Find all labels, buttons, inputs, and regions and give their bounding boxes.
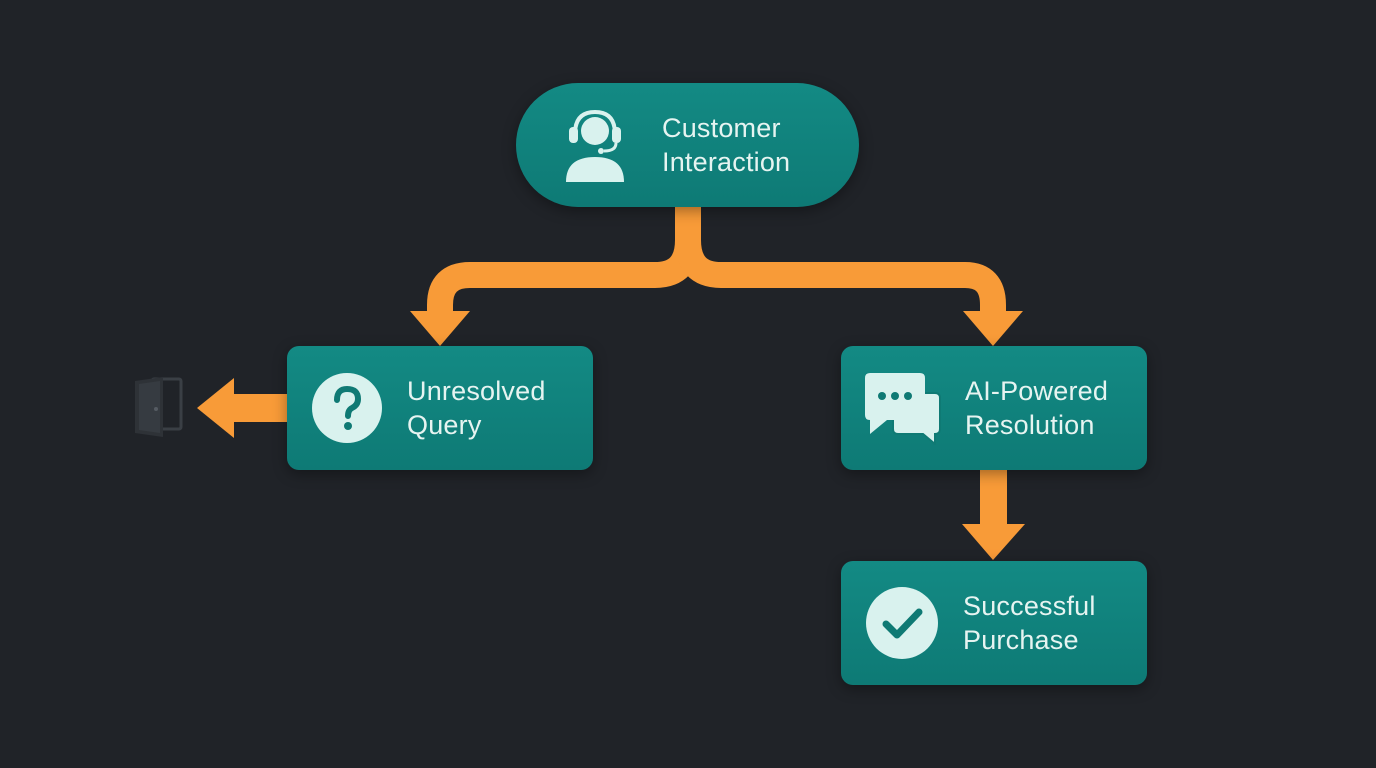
node-unresolved-query: Unresolved Query [287, 346, 593, 470]
connector-ai-to-success [962, 470, 1025, 560]
arrowhead-to-ai [963, 311, 1023, 346]
branch-connector [427, 206, 1006, 318]
node-label: AI-Powered Resolution [965, 374, 1147, 442]
node-label-line: Purchase [963, 625, 1079, 655]
arrowhead-to-unresolved [410, 311, 470, 346]
node-label: Unresolved Query [407, 374, 593, 442]
question-mark-icon [311, 372, 383, 444]
node-successful-purchase: Successful Purchase [841, 561, 1147, 685]
exit-door-icon [135, 377, 183, 437]
node-label: Customer Interaction [662, 111, 852, 179]
node-label-line: AI-Powered [965, 376, 1109, 406]
node-label-line: Unresolved [407, 376, 546, 406]
node-label-line: Resolution [965, 410, 1095, 440]
headset-agent-icon [564, 107, 626, 183]
node-label-line: Query [407, 410, 482, 440]
node-label: Successful Purchase [963, 589, 1147, 657]
node-customer-interaction: Customer Interaction [516, 83, 859, 207]
node-label-line: Successful [963, 591, 1096, 621]
node-label-line: Customer [662, 113, 781, 143]
connector-unresolved-to-exit [197, 378, 288, 438]
chat-bubbles-icon [865, 371, 941, 445]
node-label-line: Interaction [662, 147, 791, 177]
checkmark-icon [865, 586, 939, 660]
node-ai-powered-resolution: AI-Powered Resolution [841, 346, 1147, 470]
